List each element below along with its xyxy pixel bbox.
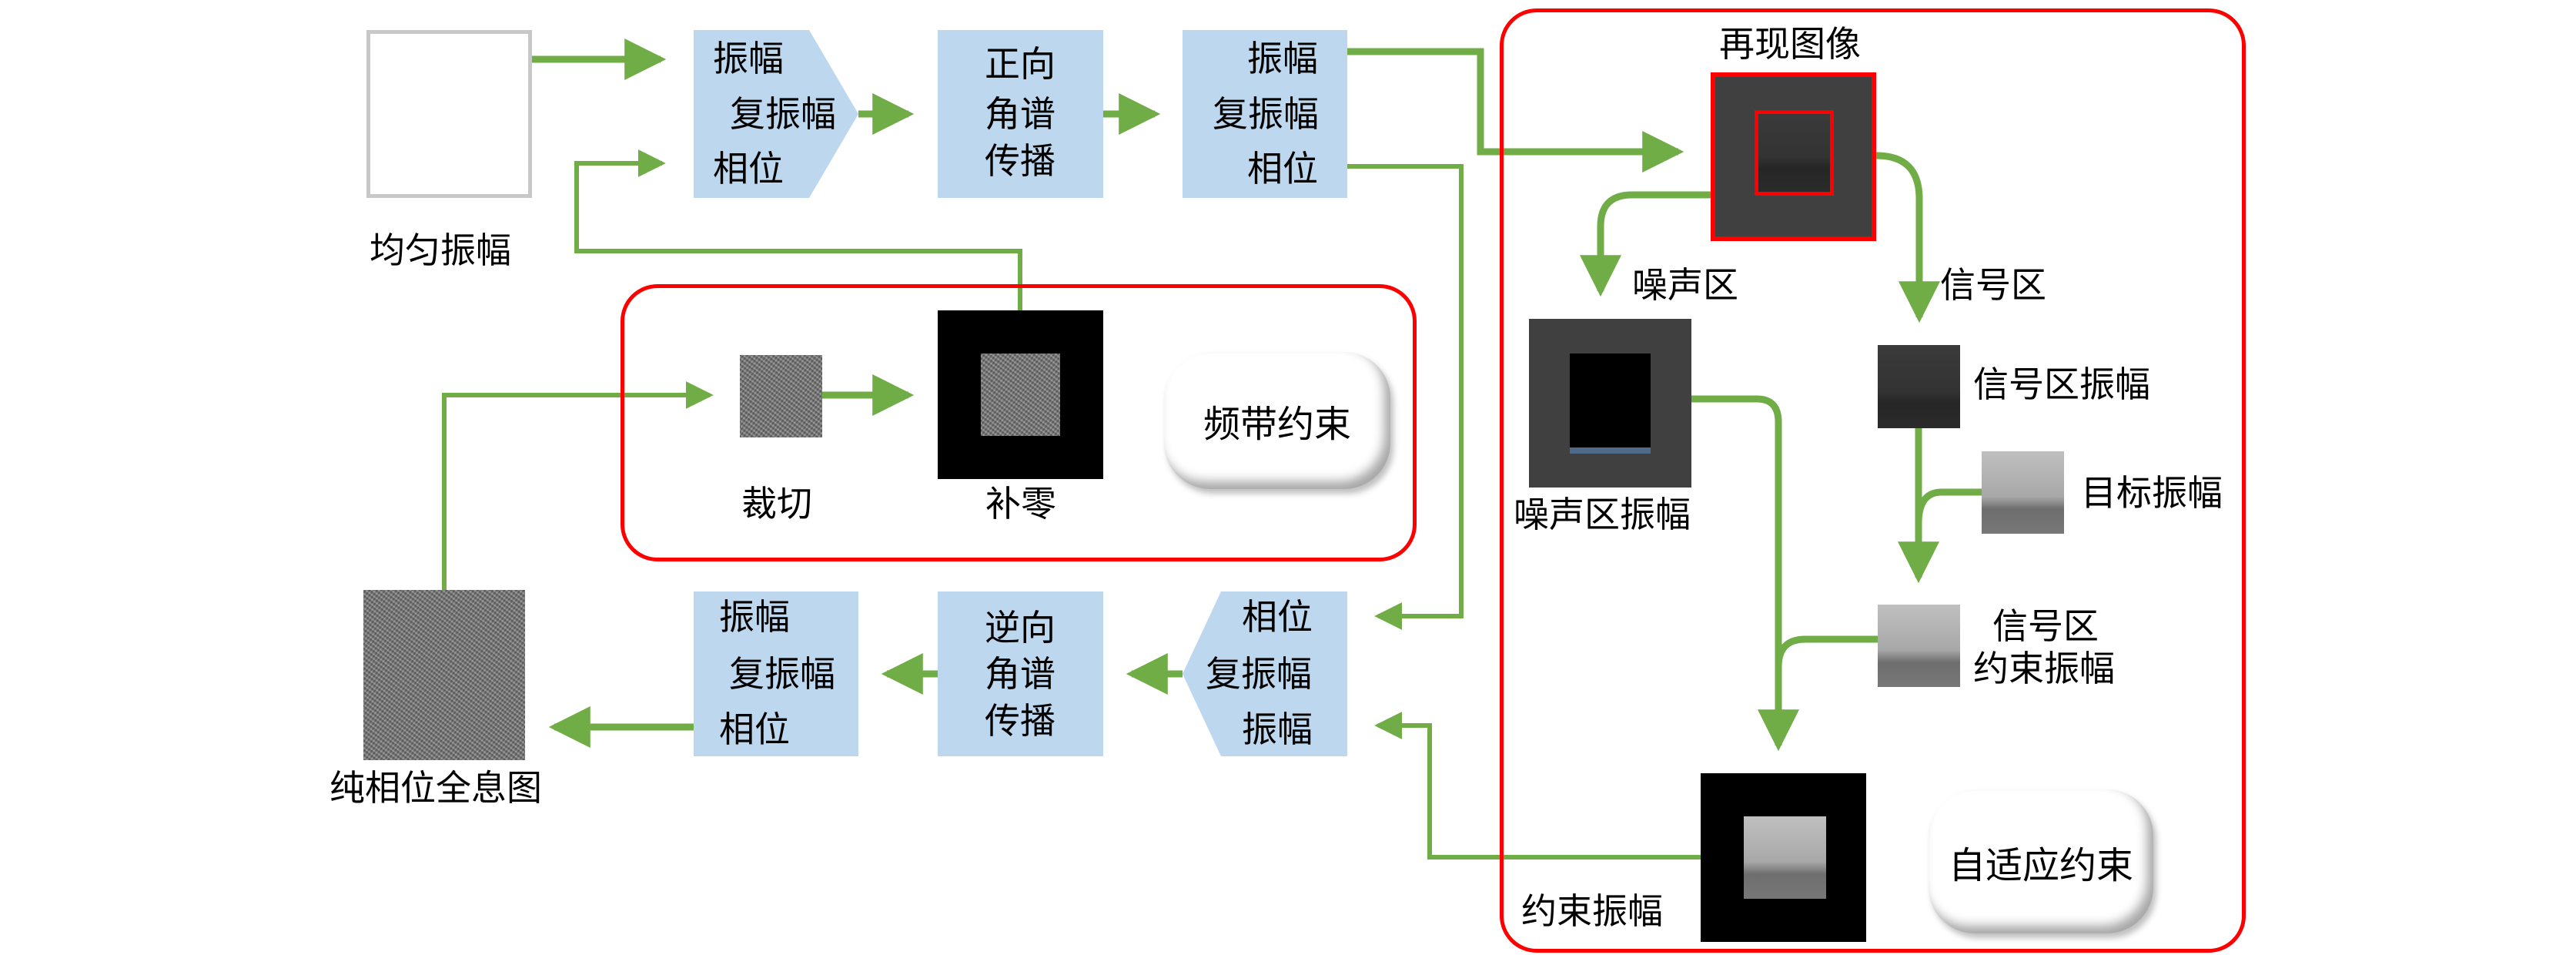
target-amplitude-label: 目标振幅 [2081, 472, 2223, 514]
bottom-split-complex-amplitude: 复振幅 [729, 653, 835, 695]
forward-line-3: 传播 [985, 140, 1055, 182]
noise-region-hole [1570, 354, 1651, 454]
adaptive-constraint-title: 自适应约束 [1948, 843, 2133, 887]
adaptive-constraint-frame [1500, 8, 2246, 953]
signal-region-image [1878, 345, 1960, 428]
uniform-amplitude-label: 均匀振幅 [370, 230, 511, 271]
crop-label: 裁切 [741, 483, 812, 524]
signal-constrained-label-1: 信号区 [1992, 605, 2099, 647]
top-combine-amplitude: 振幅 [713, 38, 784, 79]
arrow-reconstructed-to-noise [1580, 191, 1711, 297]
top-split-box [1183, 30, 1347, 198]
adaptive-constraint-title-box: 自适应约束 [1929, 789, 2153, 933]
zero-pad-label: 补零 [985, 483, 1056, 524]
reconstructed-signal-window [1755, 110, 1834, 196]
hologram-label: 纯相位全息图 [330, 767, 542, 809]
forward-line-1: 正向 [985, 43, 1055, 85]
reconstructed-image [1711, 72, 1876, 241]
top-split-amplitude: 振幅 [1247, 38, 1318, 79]
bottom-split-phase: 相位 [719, 709, 790, 750]
top-combine-box [694, 30, 858, 198]
top-split-complex-amplitude: 复振幅 [1213, 93, 1319, 135]
inverse-line-1: 逆向 [985, 607, 1055, 648]
top-combine-complex-amplitude: 复振幅 [730, 93, 836, 135]
bottom-split-box [694, 591, 858, 756]
noise-region-image [1529, 319, 1691, 488]
top-split-phase: 相位 [1247, 148, 1318, 189]
bottom-combine-box [1183, 591, 1347, 756]
arrow-target-merge [1915, 488, 1982, 524]
signal-constrained-image [1878, 605, 1960, 687]
arrow-noise-to-constrained [1691, 395, 1799, 752]
bottom-combine-complex-amplitude: 复振幅 [1206, 653, 1312, 695]
inverse-line-2: 角谱 [985, 653, 1055, 695]
signal-constrained-label-2: 约束振幅 [1973, 648, 2115, 689]
forward-line-2: 角谱 [985, 93, 1055, 135]
bandwidth-constraint-frame [621, 284, 1417, 561]
bandwidth-constraint-title: 频带约束 [1203, 403, 1351, 446]
bottom-combine-amplitude: 振幅 [1242, 709, 1313, 750]
reconstructed-label: 再现图像 [1719, 23, 1861, 65]
crop-image [740, 355, 822, 437]
constrained-amplitude-inner [1744, 816, 1826, 899]
uniform-amplitude-image [366, 30, 532, 198]
inverse-line-3: 传播 [985, 700, 1055, 742]
bandwidth-constraint-title-box: 频带约束 [1164, 352, 1390, 489]
signal-branch-label: 信号区 [1940, 264, 2046, 306]
inverse-propagation-box [938, 591, 1103, 756]
forward-propagation-box [938, 30, 1103, 198]
noise-branch-label: 噪声区 [1632, 264, 1738, 306]
constrained-amplitude-label: 约束振幅 [1521, 890, 1663, 932]
arrow-zeropad-to-combine-phase [574, 149, 1022, 310]
arrow-phase-to-bottom-combine [1347, 164, 1464, 630]
arrow-signal-constrained-merge [1775, 635, 1878, 668]
constrained-amplitude-image [1701, 773, 1866, 942]
bottom-split-amplitude: 振幅 [719, 596, 790, 638]
zero-pad-image [938, 310, 1103, 479]
arrow-reconstructed-to-signal [1875, 152, 1940, 323]
arrow-constrained-to-bottom-amplitude [1374, 712, 1701, 860]
noise-region-label: 噪声区振幅 [1514, 494, 1691, 535]
hologram-image [363, 590, 525, 760]
arrow-split-to-reconstructed [1347, 48, 1684, 173]
bottom-combine-phase: 相位 [1242, 596, 1313, 638]
signal-region-label: 信号区振幅 [1973, 364, 2150, 405]
top-combine-phase: 相位 [713, 148, 784, 189]
zero-pad-inner [981, 354, 1060, 436]
target-amplitude-image [1982, 451, 2064, 534]
